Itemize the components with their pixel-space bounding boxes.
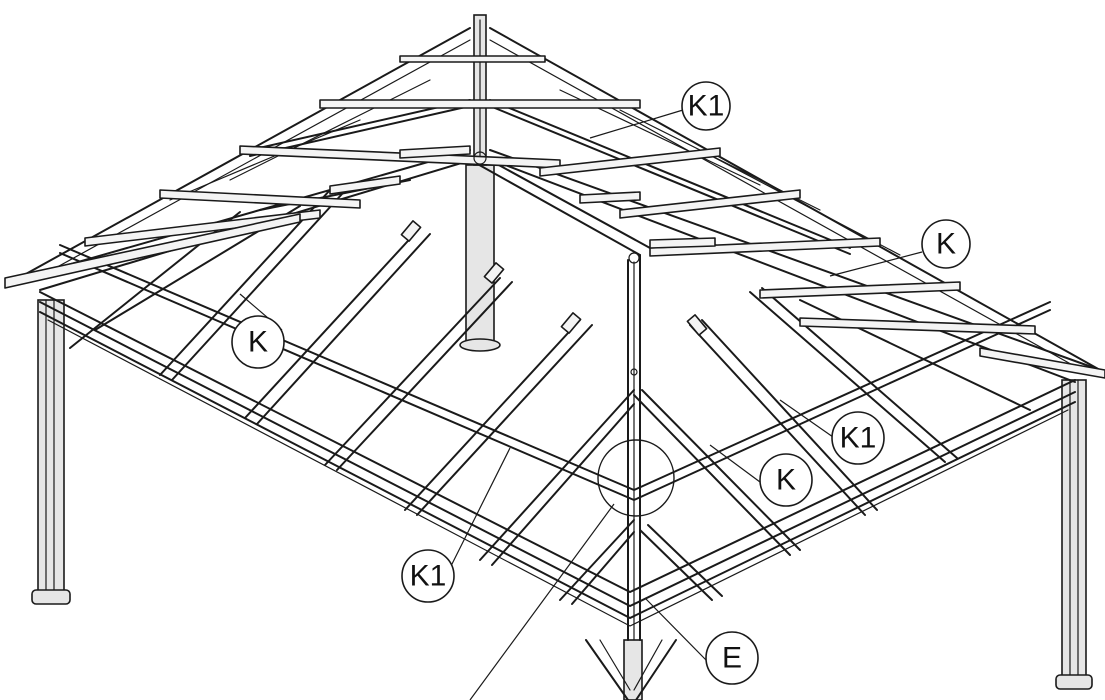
k-rafters-back-left <box>69 79 431 349</box>
callout-k1-right: K1 <box>831 411 885 465</box>
rafter-brackets <box>400 151 708 376</box>
label-k-center: K <box>776 464 796 497</box>
callout-k1-top: K1 <box>681 81 731 131</box>
k-rafters-right <box>633 287 1031 601</box>
leader-lines <box>239 109 923 700</box>
callout-e: E <box>705 631 759 685</box>
label-k-left: K <box>248 326 268 359</box>
post-right <box>1061 379 1087 681</box>
purlins <box>4 55 1105 379</box>
label-k1-bottom: K1 <box>410 560 447 593</box>
label-e: E <box>722 642 742 675</box>
corner-posts <box>31 299 1093 700</box>
post-front <box>623 639 643 700</box>
callout-k1-bottom: K1 <box>401 549 455 603</box>
label-k-right: K <box>936 228 956 261</box>
detail-highlight-circle <box>597 439 675 517</box>
label-k1-top: K1 <box>688 90 725 123</box>
k-rafters-left <box>159 189 635 605</box>
eave-frame <box>39 291 1076 627</box>
callout-k-center: K <box>759 453 813 507</box>
label-k1-right: K1 <box>840 422 877 455</box>
callout-k-left: K <box>231 315 285 369</box>
back-edges <box>14 27 1101 373</box>
post-left <box>37 299 65 601</box>
mast-lower <box>465 164 495 346</box>
callout-k-right: K <box>921 219 971 269</box>
